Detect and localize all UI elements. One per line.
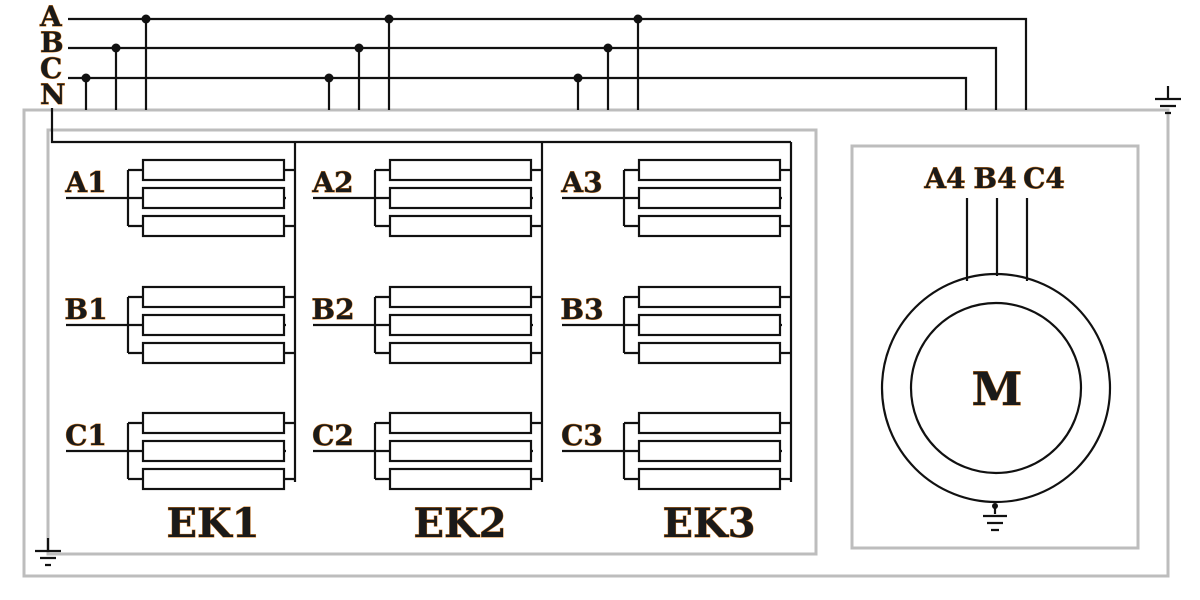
heating-element: [388, 439, 533, 463]
heating-element: [388, 285, 533, 309]
junction-dot: [111, 43, 121, 53]
motor-terminal-c4: C4: [1023, 162, 1065, 195]
heating-element: [141, 313, 286, 337]
motor-terminal-a4: A4: [923, 162, 965, 195]
phase-block-b2: B2: [311, 285, 542, 365]
junction-dot: [354, 43, 364, 53]
phase-label-a1: A1: [64, 166, 106, 199]
phase-label-c3: C3: [561, 419, 603, 452]
motor-symbol: M: [972, 362, 1023, 416]
phase-block-c2: C2: [312, 411, 542, 491]
phase-block-a2: A2: [311, 158, 542, 238]
phase-label-b3: B3: [560, 293, 603, 326]
heating-element: [637, 411, 782, 435]
heating-element: [388, 214, 533, 238]
junction-dot: [81, 73, 91, 83]
heating-element: [388, 411, 533, 435]
enclosures: [22, 108, 1170, 578]
junction-dot: [603, 43, 613, 53]
tap-line: [327, 19, 391, 110]
motor-terminal-b4: B4: [973, 162, 1016, 195]
heating-element: [637, 214, 782, 238]
motor: A4 B4 C4 M: [880, 162, 1112, 532]
heating-element: [388, 186, 533, 210]
ground-icon: [35, 538, 61, 567]
phase-label-c2: C2: [312, 419, 354, 452]
heating-element: [141, 158, 286, 182]
tap-line: [84, 19, 148, 110]
heating-element: [141, 214, 286, 238]
heating-element: [141, 467, 286, 491]
heating-element: [388, 313, 533, 337]
ground-icon: [1155, 86, 1181, 115]
phase-block-c3: C3: [561, 411, 791, 491]
heating-element: [141, 285, 286, 309]
heating-element: [141, 439, 286, 463]
heating-element: [637, 158, 782, 182]
neutral-line: [50, 108, 791, 144]
heating-element: [388, 467, 533, 491]
bus-b-line: [68, 46, 998, 110]
heating-element: [637, 341, 782, 365]
heating-element: [637, 439, 782, 463]
supply-buses: [50, 14, 1028, 144]
phase-label-c1: C1: [65, 419, 107, 452]
phase-block-b3: B3: [560, 285, 791, 365]
motor-cabinet: [850, 144, 1140, 550]
phase-block-a1: A1: [64, 158, 295, 238]
junction-dot: [141, 14, 151, 24]
heating-element: [637, 186, 782, 210]
tap-line: [576, 19, 640, 110]
phase-label-b2: B2: [311, 293, 354, 326]
junction-dot: [324, 73, 334, 83]
heating-element: [637, 467, 782, 491]
heating-element: [141, 186, 286, 210]
heating-element: [388, 158, 533, 182]
heater-group-label: EK3: [662, 500, 755, 547]
phase-label-b1: B1: [64, 293, 107, 326]
bus-label-c: C: [40, 52, 62, 85]
junction-dot: [633, 14, 643, 24]
junction-dot: [573, 73, 583, 83]
phase-block-b1: B1: [64, 285, 295, 365]
outer-enclosure: [22, 108, 1170, 578]
bus-label-b: B: [40, 26, 64, 59]
heating-element: [637, 285, 782, 309]
junction-dot: [384, 14, 394, 24]
phase-block-c1: C1: [65, 411, 295, 491]
bus-label-a: A: [39, 0, 63, 33]
motor-ground-icon: [983, 506, 1007, 532]
motor-stator-circle: [880, 272, 1112, 504]
heating-element: [388, 341, 533, 365]
heater-group-label: EK1: [166, 500, 259, 547]
phase-block-a3: A3: [560, 158, 791, 238]
heating-element: [141, 341, 286, 365]
bus-c-line: [68, 76, 968, 110]
heating-element: [141, 411, 286, 435]
motor-lead: [965, 198, 1029, 281]
phase-label-a3: A3: [560, 166, 602, 199]
motor-rotor-circle: [909, 301, 1083, 475]
heater-group-label: EK2: [413, 500, 506, 547]
heater-cabinet: [46, 128, 818, 556]
bus-a-line: [68, 17, 1028, 110]
bus-label-n: N: [40, 78, 66, 111]
phase-label-a2: A2: [311, 166, 353, 199]
heating-element: [637, 313, 782, 337]
